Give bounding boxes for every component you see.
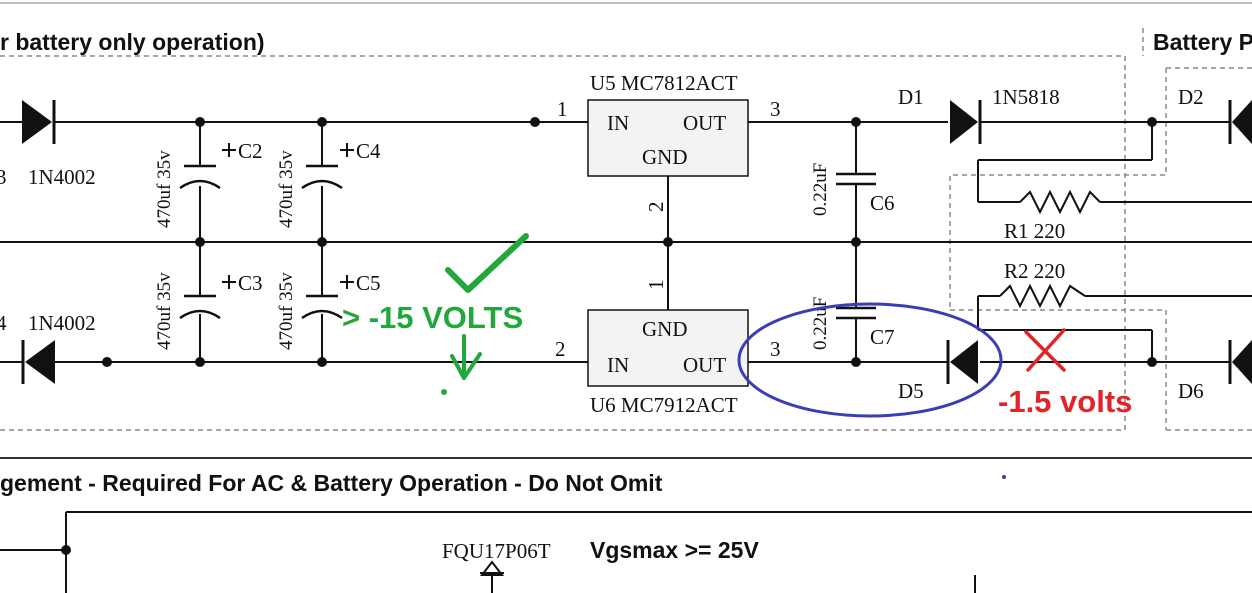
capacitor-c3-icon [179,294,221,320]
capacitor-c6-icon [836,172,876,186]
u6-out-label: OUT [683,353,726,377]
u6-pin-gnd: 1 [644,280,668,291]
label-c2: C2 [238,139,263,163]
capacitor-plus-signs [222,143,354,289]
label-d5: D5 [898,379,924,403]
label-r2: R2 220 [1004,259,1065,283]
label-d2: D2 [1178,85,1204,109]
annotation-green-voltage: > -15 VOLTS [342,300,523,335]
capacitor-c4-icon [301,164,343,190]
green-dot [441,389,447,395]
capacitor-c5-icon [301,294,343,320]
diode-top-left-icon [22,100,56,144]
capacitor-c7-icon [836,306,876,320]
diode-d5-icon [946,340,978,384]
note-vgsmax: Vgsmax >= 25V [590,537,759,563]
label-d6: D6 [1178,379,1204,403]
capacitor-c2-icon [179,164,221,190]
resistor-r1 [1019,189,1101,215]
cap-value-c3: 470uf 35v [154,272,175,350]
label-d1: D1 [898,85,924,109]
diode-bottom-left-icon [21,340,55,384]
u5-pin-in: 1 [557,97,568,121]
regulator-u6-box [587,309,749,387]
section-title-middle: gement - Required For AC & Battery Opera… [0,470,663,496]
mosfet-zener-icon [479,560,505,576]
green-checkmark-icon [445,233,529,293]
label-c6: C6 [870,191,895,215]
red-cross-icon [1024,328,1066,372]
junction-dots [61,117,1157,555]
label-c5: C5 [356,271,381,295]
cap-value-c2: 470uf 35v [154,150,175,228]
u5-pin-out: 3 [770,97,781,121]
c6-value: 0.22uF [810,163,831,216]
u6-pin-in: 2 [555,337,566,361]
label-d1-part: 1N5818 [992,85,1060,109]
blue-circle-highlight [737,302,1003,418]
resistor-r2 [999,283,1086,309]
label-mosfet: FQU17P06T [442,539,551,563]
u6-in-label: IN [607,353,629,377]
u5-in-label: IN [607,111,629,135]
left-stub-bottom: 4 [0,311,7,335]
u6-pin-out: 3 [770,337,781,361]
diode-top-left-label: 1N4002 [28,165,96,189]
u5-gnd-label: GND [642,145,688,169]
section-title-top-left: r battery only operation) [0,29,265,55]
label-c4: C4 [356,139,381,163]
diode-d6-icon [1228,340,1252,384]
blue-dot [1002,475,1006,479]
u6-gnd-label: GND [642,317,688,341]
label-r1: R1 220 [1004,219,1065,243]
c7-value: 0.22uF [810,297,831,350]
diode-bottom-left-label: 1N4002 [28,311,96,335]
u5-pin-gnd: 2 [644,202,668,213]
green-arrow-down-icon [450,334,482,380]
left-stub-top: 3 [0,165,7,189]
diode-d2-icon [1228,100,1252,144]
u5-out-label: OUT [683,111,726,135]
u6-label: U6 MC7912ACT [590,393,738,417]
u5-label: U5 MC7812ACT [590,71,738,95]
annotation-red-voltage: -1.5 volts [998,384,1132,419]
regulator-u5-box [587,99,749,177]
diode-d1-icon [950,100,982,144]
cap-value-c5: 470uf 35v [276,272,297,350]
label-c3: C3 [238,271,263,295]
section-title-top-right: Battery P [1153,29,1252,55]
label-c7: C7 [870,325,895,349]
cap-value-c4: 470uf 35v [276,150,297,228]
